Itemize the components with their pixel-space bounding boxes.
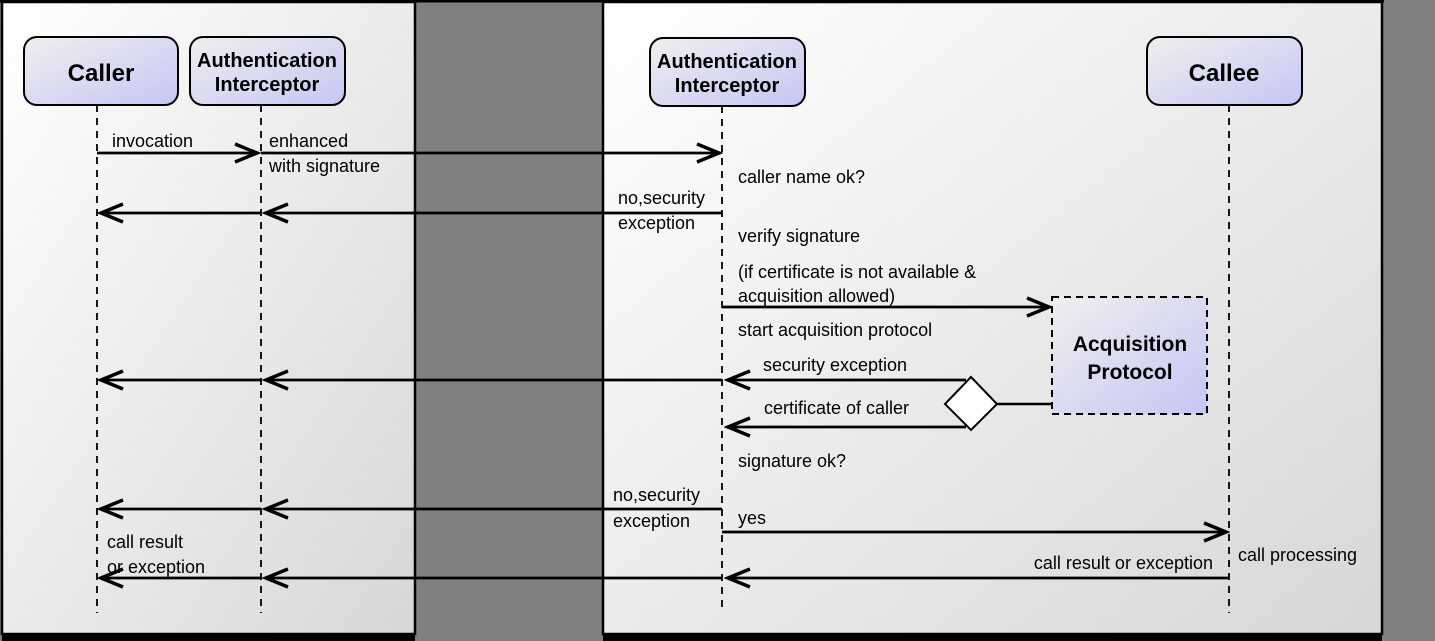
- note-condition-line1: (if certificate is not available &: [738, 262, 976, 282]
- actor-label-callee: Callee: [1189, 60, 1260, 87]
- decision-diamond: [943, 375, 999, 432]
- actor-label-auth-right-line2: Interceptor: [675, 75, 780, 97]
- message-label-certificate-of-caller: certificate of caller: [764, 398, 909, 418]
- actor-label-auth-right-line1: Authentication: [657, 51, 797, 73]
- left-panel-bottom-border: [2, 633, 415, 641]
- message-label-call-result-right: call result or exception: [1034, 553, 1213, 573]
- message-label-no-security-2-line1: no,security: [613, 485, 700, 505]
- actor-label-caller: Caller: [68, 60, 135, 87]
- note-signature-ok: signature ok?: [738, 451, 846, 471]
- message-label-yes: yes: [738, 508, 766, 528]
- message-label-invocation: invocation: [112, 131, 193, 151]
- message-label-no-security-2-line2: exception: [613, 511, 690, 531]
- actor-box-caller: [23, 36, 179, 106]
- actor-box-auth-interceptor-right: [649, 37, 806, 107]
- note-verify-signature: verify signature: [738, 226, 860, 246]
- acquisition-protocol-box: [1051, 296, 1208, 415]
- message-label-start-acquisition: start acquisition protocol: [738, 320, 932, 340]
- acquisition-protocol-label-line2: Protocol: [1087, 361, 1172, 384]
- message-label-no-security-1-line2: exception: [618, 213, 695, 233]
- message-label-enhanced-line2: with signature: [268, 156, 380, 176]
- actor-box-auth-interceptor-left: [189, 36, 346, 106]
- note-call-processing: call processing: [1238, 545, 1357, 565]
- actor-label-auth-left-line2: Interceptor: [215, 74, 320, 96]
- right-panel: [601, 0, 1384, 636]
- left-panel: [0, 0, 417, 636]
- note-caller-name-ok: caller name ok?: [738, 167, 865, 187]
- message-label-call-result-left-line1: call result: [107, 532, 183, 552]
- note-condition-line2: acquisition allowed): [738, 286, 895, 306]
- acquisition-protocol-label-line1: Acquisition: [1073, 333, 1187, 356]
- right-panel-bottom-border: [603, 633, 1382, 641]
- actor-box-callee: [1146, 36, 1303, 106]
- message-label-enhanced-line1: enhanced: [269, 131, 348, 151]
- message-label-call-result-left-line2: or exception: [107, 557, 205, 577]
- actor-label-auth-left-line1: Authentication: [197, 50, 337, 72]
- message-label-security-exception: security exception: [763, 355, 907, 375]
- message-label-no-security-1-line1: no,security: [618, 188, 705, 208]
